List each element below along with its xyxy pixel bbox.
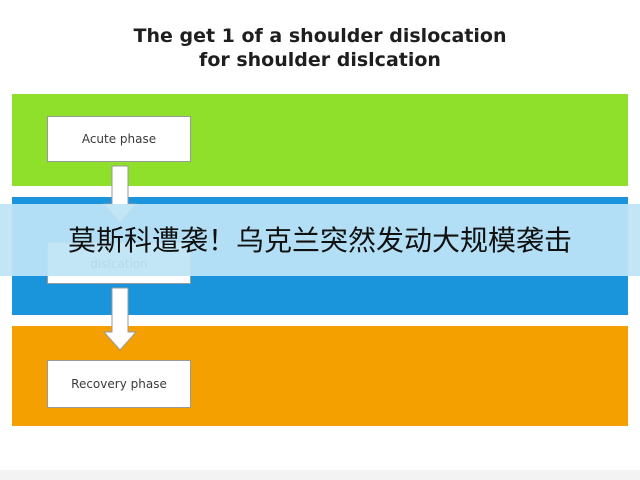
acute-phase-box: Acute phase — [47, 116, 191, 162]
down-arrow-icon — [102, 287, 138, 351]
title-line-1: The get 1 of a shoulder dislocation — [133, 25, 507, 47]
recovery-phase-box: Recovery phase — [47, 360, 191, 408]
recovery-phase-label: Recovery phase — [71, 377, 167, 391]
diagram-title: The get 1 of a shoulder dislocation for … — [0, 24, 640, 72]
acute-phase-label: Acute phase — [81, 132, 157, 146]
overlay-banner — [0, 204, 640, 276]
overlay-banner-text: 莫斯科遭袭！乌克兰突然发动大规模袭击 — [67, 224, 572, 257]
title-line-2: for shoulder dislcation — [199, 49, 441, 71]
